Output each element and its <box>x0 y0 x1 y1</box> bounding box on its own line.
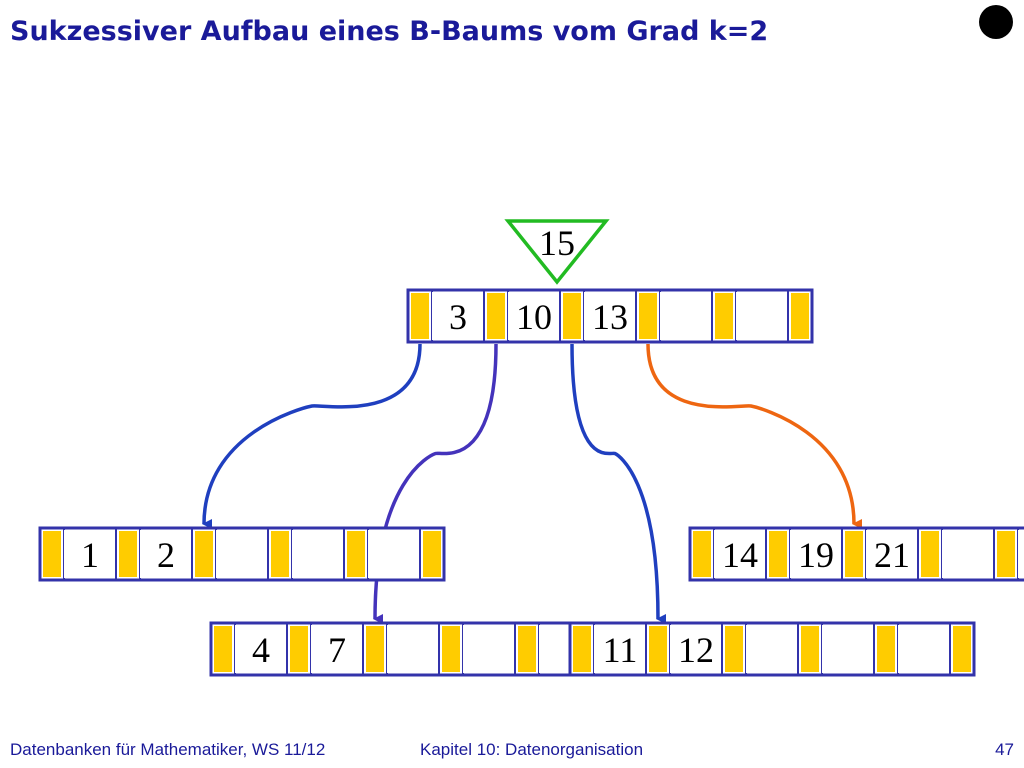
pointer-cell <box>921 531 939 577</box>
key-cell <box>736 292 788 340</box>
key-cell <box>64 530 116 578</box>
key-cell <box>714 530 766 578</box>
pointer-cell <box>845 531 863 577</box>
key-cell <box>1018 530 1024 578</box>
key-cell <box>942 530 994 578</box>
key-cell <box>584 292 636 340</box>
pointer-cell <box>801 626 819 672</box>
pointer-cell <box>423 531 441 577</box>
pointer-cell <box>715 293 733 339</box>
key-cell <box>140 530 192 578</box>
key-value: 4 <box>252 630 270 670</box>
pointer-cell <box>411 293 429 339</box>
key-value: 10 <box>516 297 552 337</box>
pointer-cell <box>649 626 667 672</box>
key-cell <box>368 530 420 578</box>
pointer-cell <box>518 626 536 672</box>
pointer-cell <box>997 531 1015 577</box>
pointer-cell <box>563 293 581 339</box>
key-value: 1 <box>81 535 99 575</box>
key-cell <box>746 625 798 673</box>
pointer-cell <box>791 293 809 339</box>
key-cell <box>387 625 439 673</box>
footer-page-number: 47 <box>995 740 1014 759</box>
key-value: 2 <box>157 535 175 575</box>
key-cell <box>790 530 842 578</box>
key-cell <box>216 530 268 578</box>
key-cell <box>235 625 287 673</box>
key-cell <box>660 292 712 340</box>
edge-root-to-leaf-4 <box>646 343 863 529</box>
pointer-cell <box>347 531 365 577</box>
pointer-cell <box>487 293 505 339</box>
bullet-dot-icon <box>979 5 1013 39</box>
key-cell <box>463 625 515 673</box>
edges-layer <box>202 343 863 625</box>
pointer-cell <box>271 531 289 577</box>
key-value: 14 <box>722 535 758 575</box>
footer-course: Datenbanken für Mathematiker, WS 11/12 <box>10 740 326 759</box>
key-value: 7 <box>328 630 346 670</box>
edge-root-to-leaf-3 <box>570 343 667 624</box>
insert-triangle <box>504 219 610 285</box>
pointer-cell <box>693 531 711 577</box>
pointer-cell <box>442 626 460 672</box>
pointer-cell <box>43 531 61 577</box>
pointer-cell <box>639 293 657 339</box>
key-value: 11 <box>603 630 638 670</box>
key-cell <box>508 292 560 340</box>
edge-root-to-leaf-1 <box>202 343 422 530</box>
key-cell <box>432 292 484 340</box>
pointer-cell <box>119 531 137 577</box>
pointer-cell <box>769 531 787 577</box>
edge-root-to-leaf-2 <box>373 343 498 625</box>
key-cell <box>866 530 918 578</box>
key-cell <box>822 625 874 673</box>
footer-chapter: Kapitel 10: Datenorganisation <box>420 740 644 759</box>
key-cell <box>311 625 363 673</box>
key-value: 13 <box>592 297 628 337</box>
insert-key: 15 <box>539 223 575 263</box>
btree-node-leaf-3: 11 12 <box>568 621 976 677</box>
key-cell <box>292 530 344 578</box>
pointer-cell <box>953 626 971 672</box>
key-value: 19 <box>798 535 834 575</box>
key-value: 12 <box>678 630 714 670</box>
btree-node-root: 3 10 13 <box>406 288 814 344</box>
pointer-cell <box>195 531 213 577</box>
key-cell <box>898 625 950 673</box>
pointer-cell <box>725 626 743 672</box>
key-value: 21 <box>874 535 910 575</box>
pointer-cell <box>366 626 384 672</box>
btree-node-leaf-4: 14 19 21 <box>688 526 1024 582</box>
key-value: 3 <box>449 297 467 337</box>
insert-marker: 15 <box>504 219 610 285</box>
pointer-cell <box>573 626 591 672</box>
key-cell <box>670 625 722 673</box>
pointer-cell <box>290 626 308 672</box>
key-cell <box>594 625 646 673</box>
pointer-cell <box>214 626 232 672</box>
slide-title: Sukzessiver Aufbau eines B-Baums vom Gra… <box>10 16 769 47</box>
pointer-cell <box>877 626 895 672</box>
